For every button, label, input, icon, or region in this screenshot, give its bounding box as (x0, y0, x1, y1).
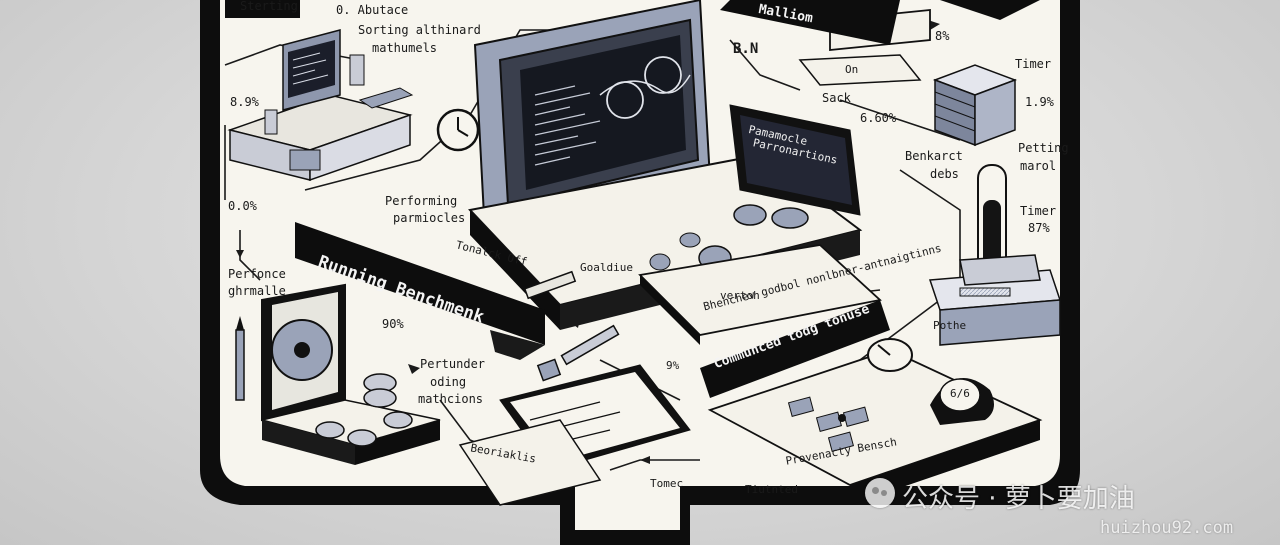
label-marol: marol (1020, 159, 1057, 173)
label-debs: debs (930, 167, 959, 181)
disk-module (261, 283, 441, 465)
gauge-station (707, 338, 1043, 505)
label-pct-top-right: 8% (935, 29, 950, 43)
label-perfonce: Perfonce (228, 267, 286, 281)
label-tiutnted: Tiutnted (745, 483, 798, 496)
label-starting: Sterting (240, 0, 298, 13)
label-on: On (845, 63, 859, 76)
probe (523, 270, 620, 382)
label-vertoh: vertoh (720, 289, 760, 302)
desk-illustration (227, 29, 414, 182)
label-gauge: 6/6 (950, 387, 970, 400)
label-pothe: Pothe (933, 319, 967, 332)
label-parmiocles: parmiocles (393, 211, 466, 225)
label-timer-top: Timer (1015, 57, 1052, 71)
test-tube (928, 164, 1062, 346)
label-benkarct: Benkarct (905, 149, 963, 163)
label-mathcions: mathcions (418, 392, 484, 406)
communced-banner (700, 300, 890, 398)
label-performing: Performing (385, 194, 458, 208)
label-abutace: 0. Abutace (336, 3, 409, 17)
label-timer-right: Timer (1020, 204, 1057, 218)
label-oding: oding (430, 375, 467, 389)
label-pertunder: Pertunder (420, 357, 486, 371)
watermark-text: 公众号 · 萝卜要加油 (902, 484, 1135, 514)
server-stack (932, 64, 1018, 147)
running-banner (295, 222, 545, 360)
label-pct-660: 6.60% (860, 111, 897, 125)
label-mathumels: mathumels (372, 41, 438, 55)
clock-illustration (436, 108, 480, 152)
label-goaldiue: Goaldiue (580, 261, 633, 274)
tablet (458, 364, 691, 506)
label-pct-19: 1.9% (1025, 95, 1054, 109)
watermark-logo-icon (865, 478, 895, 508)
label-sorting: Sorting althinard (358, 23, 481, 37)
label-sack: Sack (822, 91, 851, 105)
watermark-url: huizhou92.com (1100, 518, 1234, 538)
label-pct-00: 0.0% (228, 199, 257, 213)
label-tomec: Tomec (650, 477, 684, 490)
label-bn: B.N (733, 41, 759, 57)
label-pct-89: 8.9% (230, 95, 259, 109)
label-pct-9: 9% (666, 359, 680, 372)
label-petting: Petting (1018, 141, 1069, 155)
label-ghrmalle: ghrmalle (228, 284, 286, 298)
label-pct-87: 87% (1028, 221, 1050, 235)
pencil (235, 316, 245, 401)
top-banner (720, 0, 900, 45)
label-pct-90: 90% (382, 317, 404, 331)
